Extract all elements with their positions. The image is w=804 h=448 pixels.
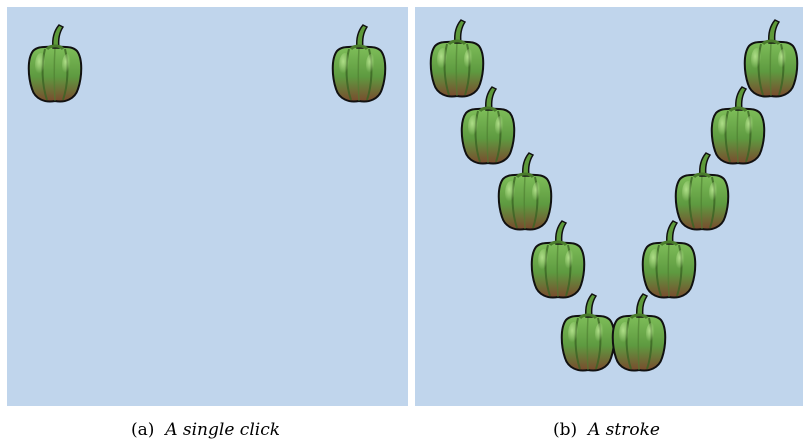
canvas-stroke[interactable] — [415, 7, 803, 406]
canvas-single-click[interactable] — [7, 7, 408, 406]
caption-single-click: (a) A single click — [131, 420, 280, 440]
bell-pepper-icon — [327, 21, 391, 105]
caption-title: A stroke — [587, 420, 660, 440]
bell-pepper-icon — [607, 290, 671, 374]
caption-title: A single click — [165, 420, 281, 440]
caption-stroke: (b) A stroke — [553, 420, 660, 440]
bell-pepper-icon — [23, 21, 87, 105]
caption-label: (a) — [131, 420, 155, 440]
bell-pepper-icon — [526, 217, 590, 301]
caption-label: (b) — [553, 420, 578, 440]
bell-pepper-icon — [637, 217, 701, 301]
